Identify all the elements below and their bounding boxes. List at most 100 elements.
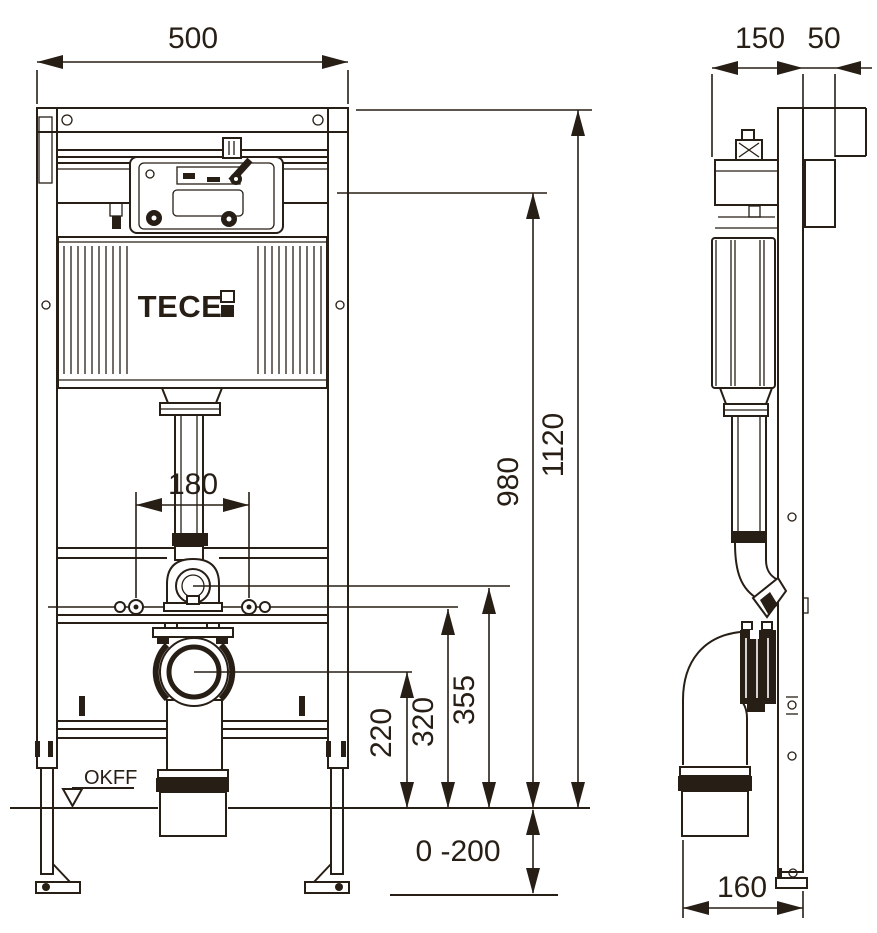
arrow-icon xyxy=(683,901,709,915)
coupling-notch xyxy=(750,630,759,639)
arrow-icon xyxy=(571,782,585,808)
arrow-icon xyxy=(526,868,540,894)
frame-rail-right xyxy=(327,107,349,769)
arrow-icon xyxy=(322,55,348,69)
arrow-icon xyxy=(400,782,414,808)
tece-logo-text: TECE xyxy=(138,289,223,324)
valve-screw-center xyxy=(226,216,232,222)
arrow-icon xyxy=(777,61,803,75)
side-flush-pipe xyxy=(731,415,767,533)
arrow-icon xyxy=(482,782,496,808)
top-bar-screw-hole xyxy=(312,114,324,126)
foot-brace xyxy=(313,863,332,883)
dim-wall-plate-depth-label: 50 xyxy=(807,22,840,55)
arrow-icon xyxy=(223,498,249,512)
valve-body xyxy=(172,189,244,217)
foot-plate-right xyxy=(304,881,350,894)
side-drain-flange xyxy=(679,766,751,777)
wing-bracket-pin xyxy=(112,216,121,229)
arrow-icon xyxy=(400,672,414,698)
dim-bolt-spacing-label: 180 xyxy=(168,468,218,501)
tece-logo-mark xyxy=(220,290,235,303)
rail-clamp-mark xyxy=(35,741,40,757)
arrow-icon xyxy=(526,782,540,808)
bend-clamp-arc-left xyxy=(152,642,170,702)
mounting-stud-center xyxy=(133,604,139,610)
dim-frame-depth-label: 150 xyxy=(735,22,785,55)
foot-tube-left xyxy=(40,767,54,875)
side-flush-unit xyxy=(714,159,779,206)
flush-pipe-coupling xyxy=(172,533,208,546)
rail-bracket xyxy=(79,696,85,716)
rail-bracket xyxy=(299,696,305,716)
dim-overall-height-label: 1120 xyxy=(537,413,570,478)
dim-flush-pipe-height-label: 355 xyxy=(448,675,481,725)
coupling-tab xyxy=(761,621,773,631)
arrow-icon xyxy=(441,609,455,635)
cistern-neck xyxy=(160,387,224,404)
top-bar-screw-hole xyxy=(61,114,73,126)
wing-bracket xyxy=(109,202,123,217)
side-cistern-neck xyxy=(718,387,774,405)
flush-pipe xyxy=(174,414,204,536)
mounting-stud-center xyxy=(246,604,252,610)
rail-clamp-mark xyxy=(326,741,331,757)
tece-logo-mark xyxy=(221,305,234,317)
frame-top-bar xyxy=(36,107,349,133)
coupling-tab xyxy=(741,621,753,631)
flush-bend-detail xyxy=(186,595,200,605)
foot-bolt xyxy=(335,883,343,891)
dim-upper-height-label: 980 xyxy=(492,457,525,507)
rail-plate xyxy=(38,116,53,184)
side-connector-block xyxy=(748,205,761,218)
bend-clamp-bar xyxy=(152,627,234,638)
arrow-icon xyxy=(526,193,540,219)
front-view: TECE xyxy=(35,107,510,894)
flush-unit-top-tab xyxy=(222,137,242,159)
arrow-icon xyxy=(712,61,738,75)
drain-pipe xyxy=(159,791,227,837)
rail-boss xyxy=(335,300,345,310)
side-rail xyxy=(777,107,804,873)
side-view-dimensions: 150 50 160 xyxy=(682,22,872,918)
stud-washer xyxy=(114,601,126,613)
side-top-tab-x xyxy=(738,142,760,158)
arrow-icon xyxy=(526,809,540,835)
bend-clamp-tab xyxy=(157,637,169,644)
side-rail-tab xyxy=(802,597,809,614)
arrow-icon xyxy=(777,901,803,915)
rail-clamp-mark xyxy=(48,741,53,757)
side-foot-plate xyxy=(775,877,808,889)
floor-reference: OKFF xyxy=(10,767,590,809)
rail-clamp-mark xyxy=(341,741,346,757)
side-foot-clamp xyxy=(777,868,782,878)
dim-foot-adjust-label: 0 -200 xyxy=(415,835,500,868)
side-outlet-bend xyxy=(742,702,748,765)
floor-level-label: OKFF xyxy=(84,767,137,789)
side-cistern xyxy=(711,237,776,389)
frame-rail-left xyxy=(36,107,58,769)
cistern-ribs-left xyxy=(63,246,128,374)
side-rail-hole xyxy=(787,751,797,761)
front-view-dimensions: 500 180 1120 980 355 320 220 xyxy=(36,22,592,896)
arrow-icon xyxy=(835,61,861,75)
side-top-nub xyxy=(741,129,755,141)
side-view xyxy=(678,107,867,889)
valve-screw-center xyxy=(151,215,157,221)
coupling-nub xyxy=(747,704,765,712)
cistern xyxy=(57,236,328,389)
side-pipe-coupling xyxy=(731,531,767,543)
side-elbow xyxy=(765,543,779,581)
rail-boss xyxy=(41,300,51,310)
valve-detail xyxy=(183,173,195,179)
outlet-pipe-upper xyxy=(166,699,223,773)
arrow-icon xyxy=(571,110,585,136)
valve-nut-center xyxy=(234,177,238,181)
arrow-icon xyxy=(482,588,496,614)
stud-washer xyxy=(259,601,271,613)
floor-level-triangle-icon xyxy=(61,788,84,809)
arrow-icon xyxy=(136,498,162,512)
wall-plate xyxy=(804,159,836,228)
